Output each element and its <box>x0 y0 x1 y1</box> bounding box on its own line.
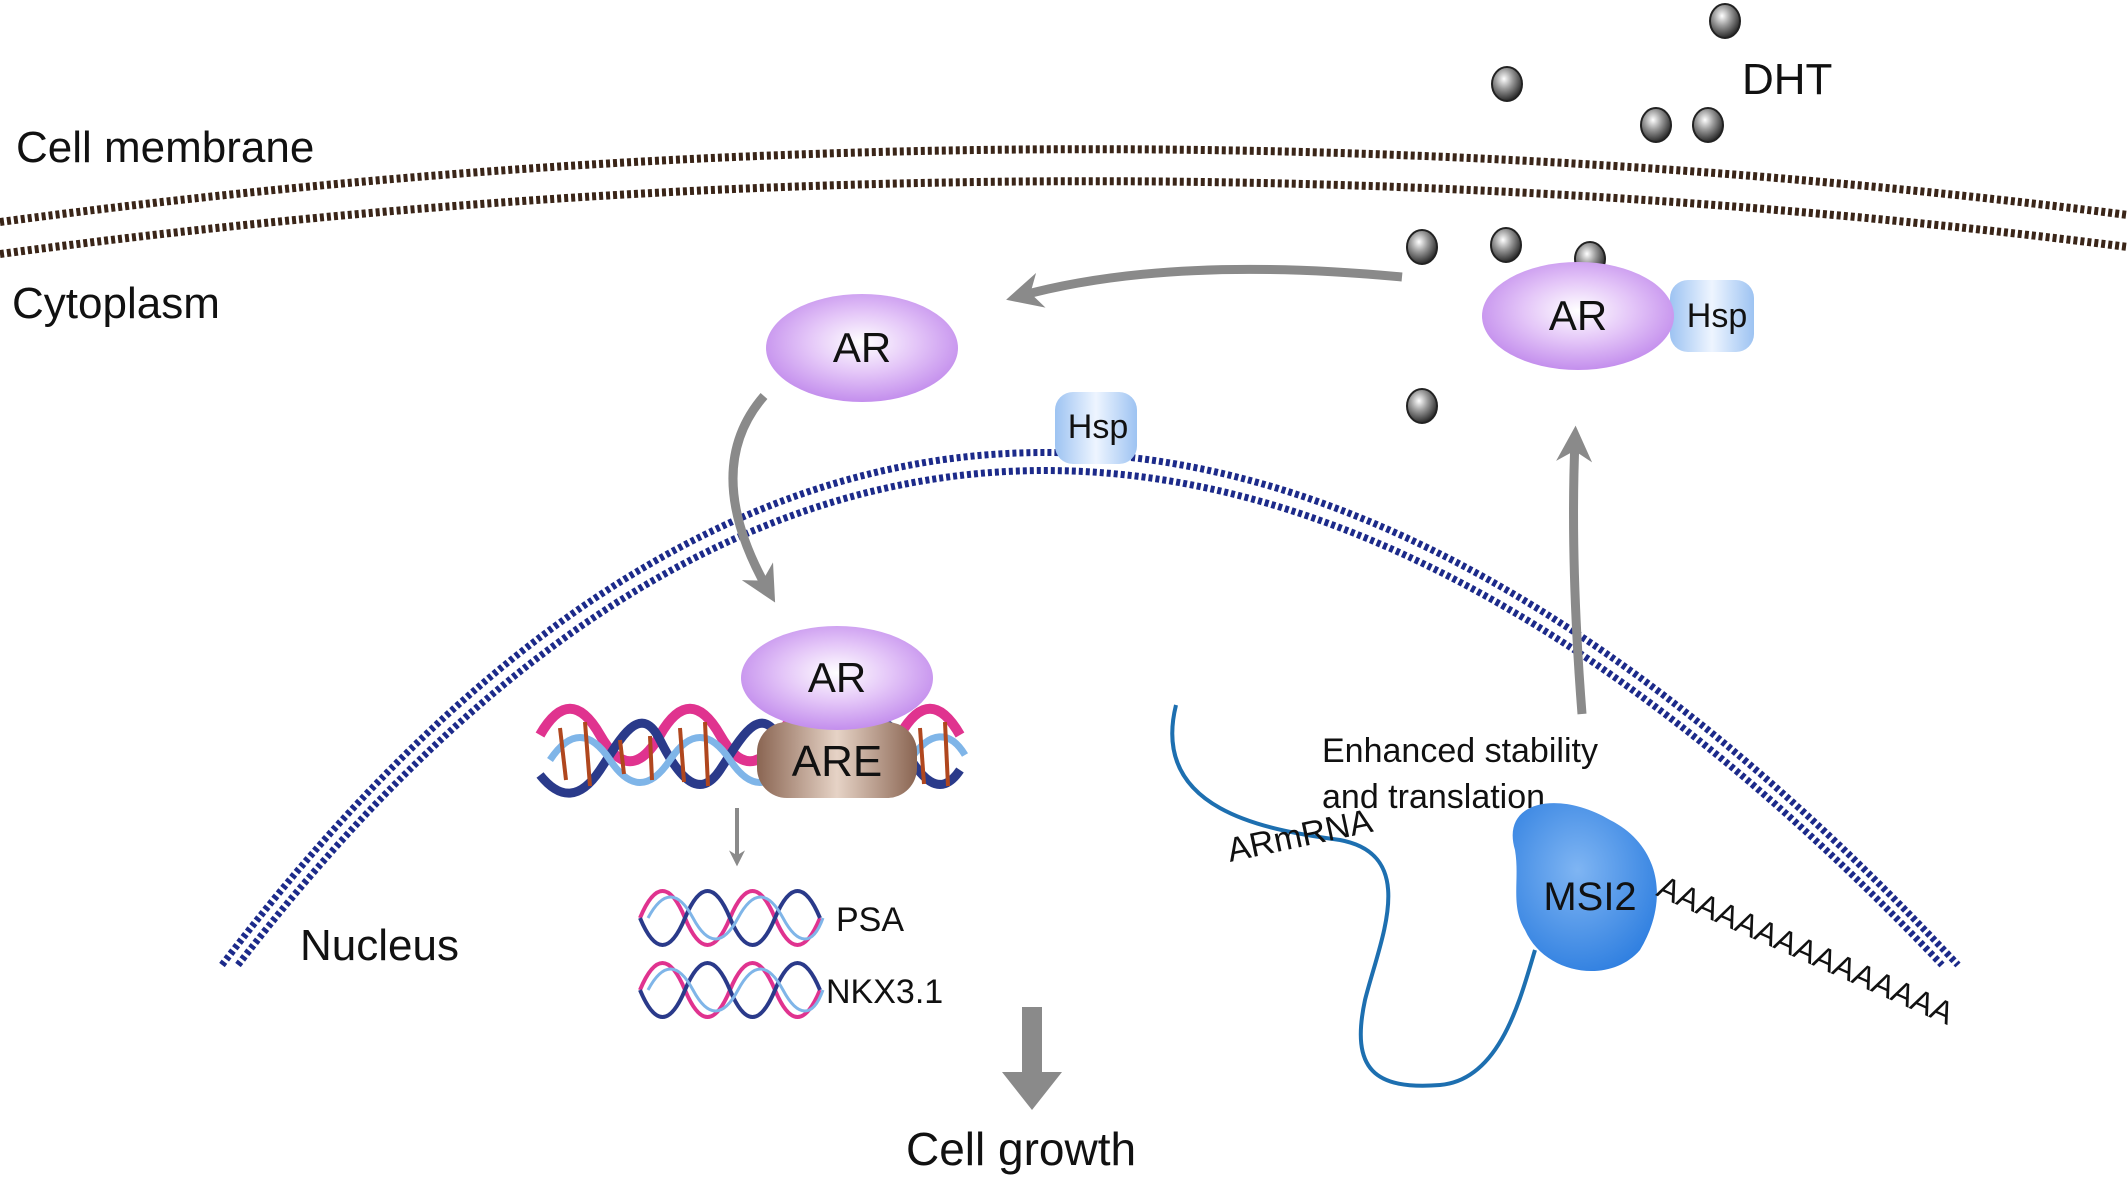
nucleus-label: Nucleus <box>300 921 459 970</box>
hsp-label: Hsp <box>1687 297 1747 335</box>
ar-label: AR <box>1549 292 1607 339</box>
gene-psa: PSA <box>638 889 904 947</box>
are-element <box>757 722 917 798</box>
are-label: ARE <box>792 737 882 786</box>
dht-molecule <box>1406 229 1438 265</box>
ar-free: AR <box>766 294 958 402</box>
ar-protein <box>1482 262 1674 370</box>
hsp-protein <box>1670 280 1754 352</box>
and-translation-label: and translation <box>1322 778 1545 816</box>
psa-label: PSA <box>836 901 904 939</box>
hsp-protein <box>1055 392 1137 464</box>
dht-molecule <box>1406 388 1438 424</box>
nkx-label: NKX3.1 <box>826 973 943 1011</box>
ar-protein <box>766 294 958 402</box>
ar-hsp-complex: Hsp AR <box>1482 262 1754 370</box>
dht-label: DHT <box>1742 55 1832 104</box>
arrow-mrna-to-ar <box>1556 425 1593 715</box>
msi2-protein: MSI2 <box>1512 803 1657 972</box>
dht-molecule <box>1692 107 1724 143</box>
gene-nkx3-1: NKX3.1 <box>638 961 943 1019</box>
dna-helix: ARE AR <box>535 626 969 798</box>
hsp-label: Hsp <box>1068 408 1128 446</box>
cell-growth-arrow <box>1002 1007 1062 1110</box>
nuclear-envelope <box>219 449 1961 968</box>
ar-mrna-label: ARmRNA <box>1224 802 1376 870</box>
hsp-free: Hsp <box>1055 392 1137 464</box>
cell-growth-label: Cell growth <box>906 1123 1136 1175</box>
cell-membrane <box>0 145 2128 258</box>
ar-label: AR <box>833 324 891 371</box>
enhanced-stability-label: Enhanced stability <box>1322 732 1598 770</box>
arrows <box>728 264 1593 867</box>
msi2-label: MSI2 <box>1543 875 1636 919</box>
dht-molecules <box>1406 3 1741 424</box>
cell-membrane-label: Cell membrane <box>16 123 314 172</box>
dht-molecule <box>1709 3 1741 39</box>
arrow-ar-to-nucleus <box>728 393 776 603</box>
ar-protein <box>741 626 933 730</box>
ar-mrna-strand <box>1170 704 1537 1088</box>
cytoplasm-label: Cytoplasm <box>12 279 220 328</box>
ar-label: AR <box>808 654 866 701</box>
dht-molecule <box>1490 227 1522 263</box>
dht-molecule <box>1640 107 1672 143</box>
arrow-ar-to-cytoplasm <box>1006 264 1403 308</box>
dht-molecule <box>1491 66 1523 102</box>
poly-a-tail: AAAAAAAAAAAAAAA <box>1652 869 1960 1032</box>
